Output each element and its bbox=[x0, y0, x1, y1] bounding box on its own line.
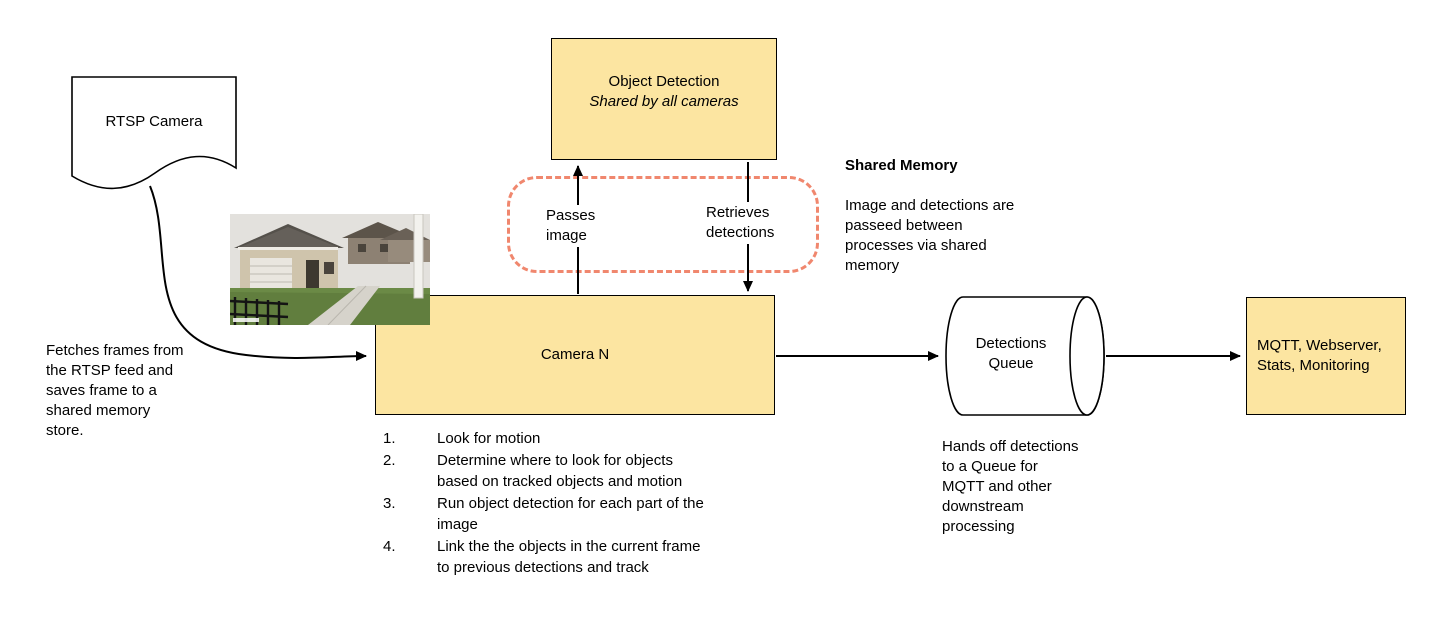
camera-snapshot bbox=[230, 214, 430, 325]
fetch-frames-note: Fetches frames from the RTSP feed and sa… bbox=[46, 342, 184, 439]
list-item: 2. Determine where to look for objects b… bbox=[383, 450, 704, 492]
mqtt-webserver-label: MQTT, Webserver, Stats, Monitoring bbox=[1257, 336, 1382, 374]
step-number: 4. bbox=[383, 538, 396, 555]
list-item: 1. Look for motion bbox=[383, 428, 704, 449]
object-detection-node: Object Detection Shared by all cameras bbox=[551, 38, 777, 160]
camera-steps-list: 1. Look for motion 2. Determine where to… bbox=[383, 428, 704, 579]
passes-image-edge-label: Passes image bbox=[543, 205, 599, 247]
step-text: Run object detection for each part of th… bbox=[437, 495, 704, 533]
step-text: Look for motion bbox=[437, 430, 541, 447]
step-number: 2. bbox=[383, 452, 396, 469]
queue-handoff-note: Hands off detections to a Queue for MQTT… bbox=[942, 438, 1079, 535]
retrieves-detections-edge-label: Retrieves detections bbox=[703, 202, 778, 244]
object-detection-title: Object Detection bbox=[608, 72, 720, 90]
shared-memory-note-body: Image and detections are passeed between… bbox=[845, 197, 1015, 274]
list-item: 3. Run object detection for each part of… bbox=[383, 493, 704, 535]
shared-memory-note-title: Shared Memory bbox=[845, 157, 958, 174]
rtsp-camera-document-shape bbox=[71, 76, 237, 190]
mqtt-webserver-node: MQTT, Webserver, Stats, Monitoring bbox=[1246, 297, 1406, 415]
shared-memory-dashed-region bbox=[507, 176, 819, 273]
step-text: Determine where to look for objects base… bbox=[437, 452, 683, 490]
list-item: 4. Link the the objects in the current f… bbox=[383, 536, 704, 578]
camera-n-node: Camera N bbox=[375, 295, 775, 415]
rtsp-camera-label: RTSP Camera bbox=[105, 113, 203, 130]
detections-queue-label: Detections Queue bbox=[975, 335, 1047, 373]
camera-n-label: Camera N bbox=[540, 345, 610, 363]
object-detection-text: Object Detection Shared by all cameras bbox=[589, 72, 738, 113]
step-number: 3. bbox=[383, 495, 396, 512]
step-number: 1. bbox=[383, 430, 396, 447]
shared-memory-note: Shared Memory Image and detections are p… bbox=[845, 136, 1070, 296]
object-detection-subtitle: Shared by all cameras bbox=[589, 93, 739, 110]
step-text: Link the the objects in the current fram… bbox=[437, 538, 701, 576]
